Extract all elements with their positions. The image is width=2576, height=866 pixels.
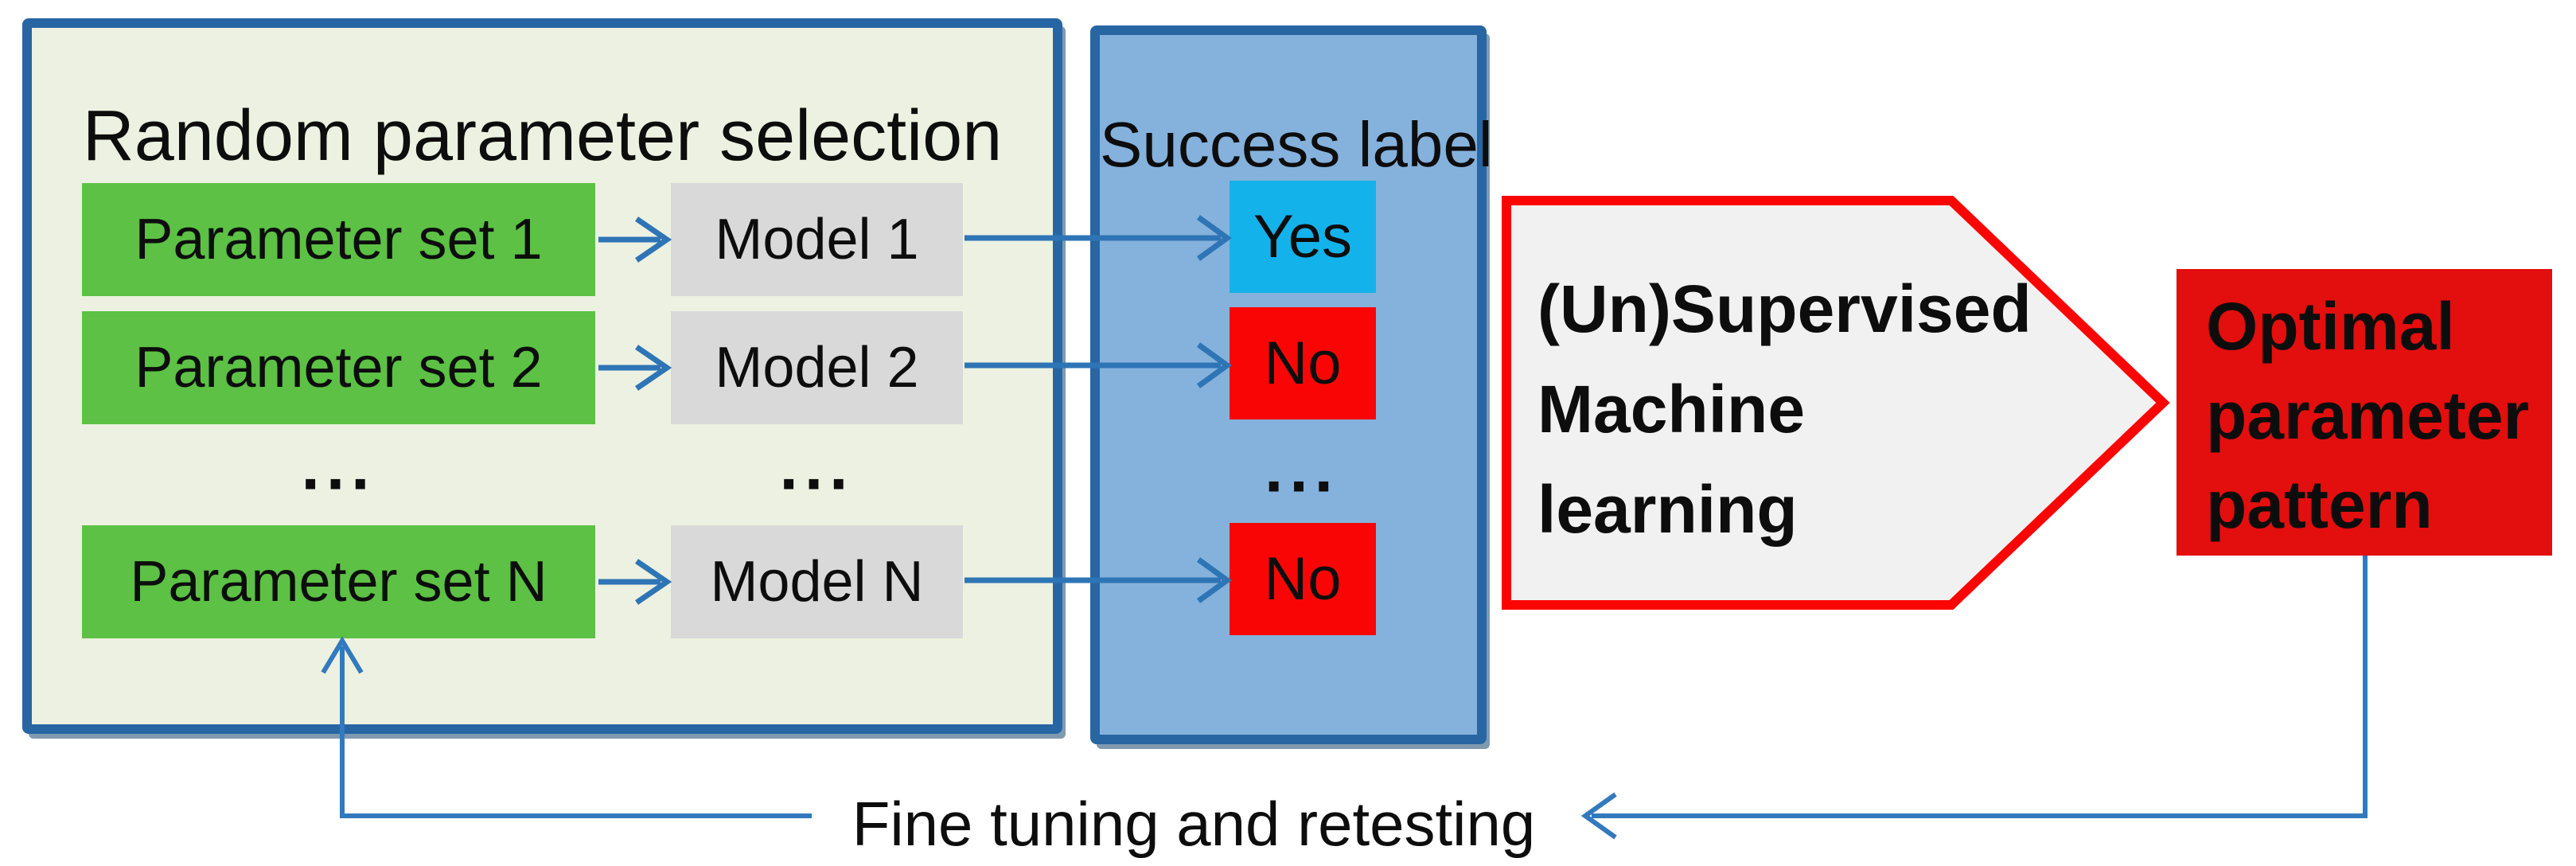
output-line-2: parameter	[2206, 378, 2530, 453]
parameter-set-2-box: Parameter set 2	[82, 311, 595, 424]
parameter-set-n-box: Parameter set N	[82, 525, 595, 638]
model-1-box: Model 1	[671, 183, 963, 296]
parameter-ellipsis: ...	[301, 427, 376, 503]
optimal-parameter-pattern-box: Optimal parameter pattern	[2177, 269, 2552, 556]
fine-tuning-label: Fine tuning and retesting	[852, 789, 1536, 859]
ml-text-line-3: learning	[1537, 472, 1798, 547]
model-2-box: Model 2	[671, 311, 963, 424]
success-panel-title: Success label	[1100, 109, 1493, 180]
parameter-set-1-box: Parameter set 1	[82, 183, 595, 296]
ml-text-line-1: (Un)Supervised	[1537, 271, 2032, 346]
success-label-no-box-1: No	[1230, 307, 1376, 419]
output-line-1: Optimal	[2206, 289, 2455, 364]
model-ellipsis: ...	[779, 427, 855, 503]
success-label-no-box-2: No	[1230, 523, 1376, 635]
left-panel-title: Random parameter selection	[82, 96, 1003, 176]
model-n-box: Model N	[671, 525, 963, 638]
success-label-yes-box: Yes	[1230, 181, 1376, 293]
ml-text-line-2: Machine	[1537, 372, 1806, 447]
output-line-3: pattern	[2206, 467, 2433, 542]
ml-pentagon-text: (Un)Supervised Machine learning	[1537, 259, 2032, 560]
success-label-ellipsis: ...	[1264, 430, 1339, 505]
